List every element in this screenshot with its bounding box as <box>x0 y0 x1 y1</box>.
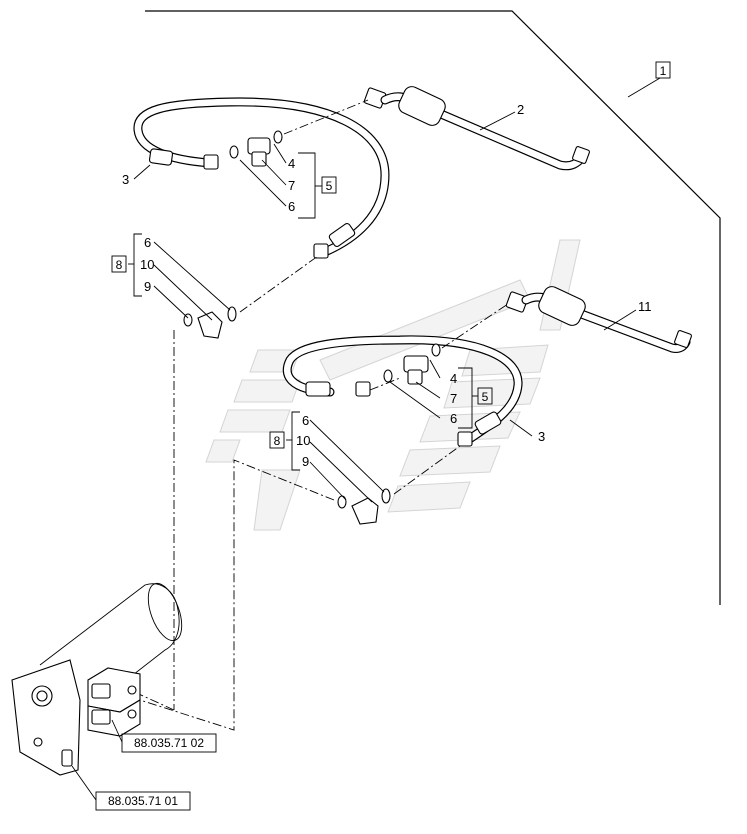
elbow-fitting-upper <box>183 306 237 339</box>
callout-6-left: 6 <box>144 235 151 250</box>
callout-6-upper: 6 <box>288 199 295 214</box>
callout-4-middle: 4 <box>450 371 457 386</box>
callout-box-8-left <box>111 255 127 273</box>
callout-3-upper: 3 <box>122 172 129 187</box>
callout-3-middle: 3 <box>538 429 545 444</box>
hose-3-upper <box>133 97 390 259</box>
callout-5-middle: 5 <box>482 390 489 404</box>
callout-7-middle: 7 <box>450 391 457 406</box>
callout-9-left: 9 <box>144 279 151 294</box>
reference-valve: 88.035.71 02 <box>134 736 204 750</box>
hose-2-upper-right <box>363 86 590 171</box>
callout-5-upper: 5 <box>326 179 333 193</box>
callout-1: 1 <box>660 64 667 78</box>
callout-box-5-middle <box>477 387 493 405</box>
callout-10-lower: 10 <box>296 433 310 448</box>
callout-labels: 1 2 3 4 7 6 5 6 10 9 8 11 4 7 6 5 3 6 10… <box>111 61 671 469</box>
tee-fitting-middle <box>383 343 441 385</box>
elbow-fitting-lower <box>337 488 391 525</box>
callout-11: 11 <box>638 299 652 314</box>
valve-housing-assembly <box>11 582 183 776</box>
callout-6-middle: 6 <box>450 411 457 426</box>
callout-4-upper: 4 <box>288 156 295 171</box>
callout-8-left: 8 <box>116 258 123 272</box>
callout-box-5-upper <box>321 176 337 194</box>
reference-housing: 88.035.71 01 <box>108 794 178 808</box>
callout-9-lower: 9 <box>302 454 309 469</box>
callout-6-lower: 6 <box>302 413 309 428</box>
reference-labels: 88.035.71 02 88.035.71 01 <box>95 733 217 811</box>
callout-8-lower: 8 <box>274 434 281 448</box>
hose-3-middle <box>282 335 523 447</box>
hose-11-right <box>505 286 692 353</box>
callout-2: 2 <box>517 102 524 117</box>
callout-10-left: 10 <box>140 257 154 272</box>
callout-box-8-lower <box>269 431 285 449</box>
reference-box-housing <box>95 791 191 811</box>
callout-7-upper: 7 <box>288 178 295 193</box>
background-logo-watermark <box>205 239 581 531</box>
assembly-boundary-line <box>145 10 721 605</box>
callout-box-1 <box>655 61 671 79</box>
connection-centerlines <box>129 99 509 731</box>
leader-lines <box>71 77 661 801</box>
tee-fitting-upper <box>229 130 283 167</box>
reference-box-valve <box>121 733 217 753</box>
